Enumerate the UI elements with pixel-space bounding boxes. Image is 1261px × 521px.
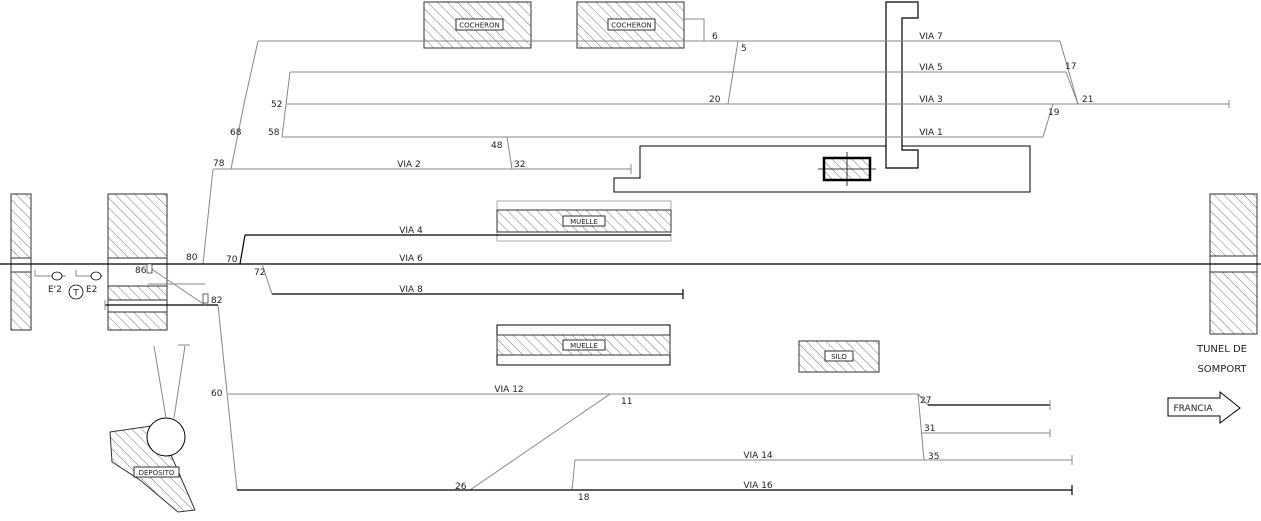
via-8-label: VIA 8 [399,285,423,295]
switch-26-label: 26 [455,482,467,492]
via-16-label: VIA 16 [743,481,773,491]
cocheron-building-1: COCHERON [423,1,532,49]
switch-5-label: 5 [741,44,747,54]
signal-group: T E'2 E2 [34,263,209,304]
tunnel-label-line2: SOMPORT [1197,364,1247,375]
via-1-label: VIA 1 [919,128,943,138]
switch-11-label: 11 [621,397,632,407]
tunnel-label-line1: TUNEL DE [1196,344,1247,355]
switch-86-label: 86 [135,266,147,276]
switch-17-label: 17 [1065,62,1076,72]
muelle-building-1: MUELLE [496,200,672,242]
via-2-label: VIA 2 [397,160,421,170]
deposito-building: DEPOSITO [109,344,196,513]
direction-arrow-francia: FRANCIA [1167,390,1241,424]
signal-t-label: T [72,289,79,299]
switch-72-label: 72 [254,268,265,278]
switch-6-label: 6 [712,32,718,42]
switch-27-label: 27 [920,396,931,406]
cocheron-label-1: COCHERON [459,22,500,30]
via-4-label: VIA 4 [399,226,423,236]
left-end-block [10,193,32,331]
switch-48-label: 48 [491,141,503,151]
switch-19-label: 19 [1048,108,1060,118]
switch-52-label: 52 [271,100,282,110]
via-12-label: VIA 12 [494,385,523,395]
francia-label: FRANCIA [1173,404,1213,414]
switch-60-label: 60 [211,389,223,399]
switch-58-label: 58 [268,128,280,138]
via-6-label: VIA 6 [399,254,423,264]
switch-35-label: 35 [928,452,939,462]
switch-70-label: 70 [226,255,238,265]
via-5-label: VIA 5 [919,63,943,73]
silo-building: SILO [798,340,880,373]
lower-tracks [228,393,1073,495]
switch-68-label: 68 [230,128,242,138]
switch-78-label: 78 [213,159,225,169]
cocheron-building-2: COCHERON [576,1,685,49]
switch-21-label: 21 [1082,95,1093,105]
via-7-label: VIA 7 [919,32,943,42]
switch-31-label: 31 [924,424,935,434]
silo-label: SILO [831,353,847,361]
via-14-label: VIA 14 [743,451,773,461]
upper-tracks [202,18,1230,265]
switch-32-label: 32 [514,160,525,170]
main-tracks [0,234,1261,491]
switch-82-label: 82 [211,296,222,306]
cocheron-label-2: COCHERON [611,22,652,30]
muelle-building-2: MUELLE [496,324,671,366]
deposito-label: DEPOSITO [139,469,175,477]
switch-80-label: 80 [186,253,198,263]
station-entry-block [107,193,168,331]
muelle-label-2: MUELLE [570,342,598,350]
switch-20-label: 20 [709,95,721,105]
station-platform-outline [613,145,1031,193]
signal-e2-label: E2 [86,285,97,295]
bracket-structure [885,1,919,169]
signal-e2-prime-label: E'2 [48,285,62,295]
via-3-label: VIA 3 [919,95,943,105]
muelle-label-1: MUELLE [570,218,598,226]
switch-18-label: 18 [578,493,590,503]
